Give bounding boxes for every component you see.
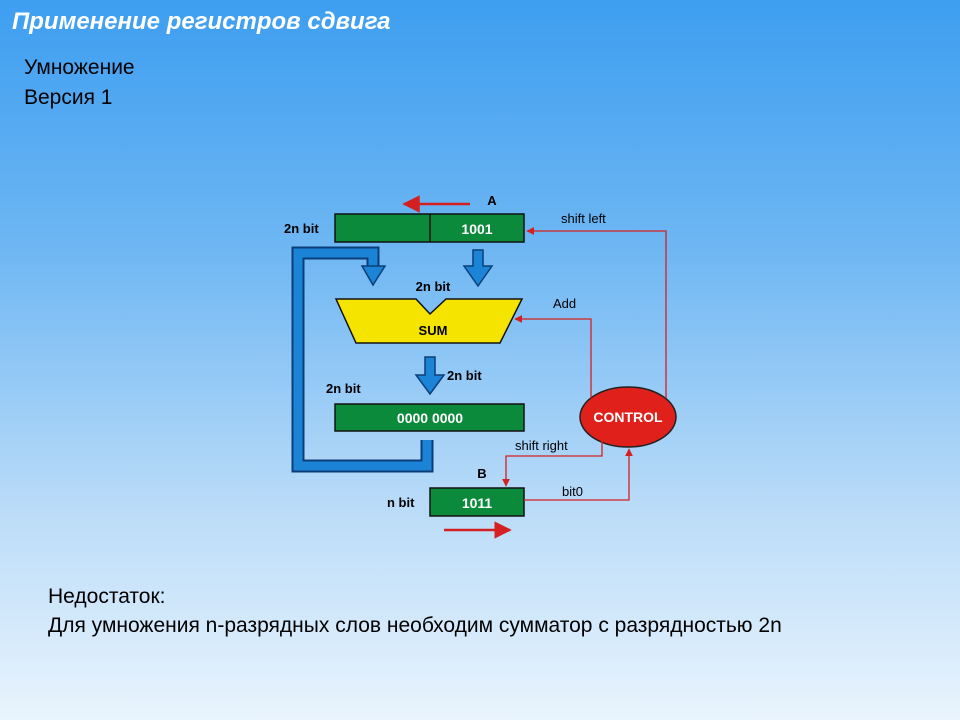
add-label: Add xyxy=(553,296,576,311)
subtitle-version: Версия 1 xyxy=(24,86,113,109)
datapath-arrow-sum-to-result xyxy=(414,356,446,396)
feedback-path xyxy=(291,246,434,473)
register-b-value: 1011 xyxy=(462,495,493,511)
control-signals xyxy=(502,227,667,501)
result-register: 0000 0000 xyxy=(334,403,525,432)
control-unit: CONTROL xyxy=(579,386,677,448)
register-a: 1001 xyxy=(334,213,525,243)
adder: SUM xyxy=(334,298,524,344)
datapath-arrow-a-to-sum xyxy=(462,249,494,288)
register-b-width-label: n bit xyxy=(387,495,415,510)
register-b: 1011 xyxy=(429,487,525,517)
adder-input-width-label: 2n bit xyxy=(416,279,451,294)
control-label: CONTROL xyxy=(593,409,663,425)
shift-left-signal xyxy=(526,227,667,398)
register-a-value: 1001 xyxy=(461,221,492,237)
shift-right-signal xyxy=(502,440,603,487)
register-a-width-label: 2n bit xyxy=(284,221,319,236)
add-signal xyxy=(514,315,592,398)
drawback-heading: Недостаток: xyxy=(48,585,166,608)
bit0-signal xyxy=(524,448,633,501)
drawback-text: Для умножения n-разрядных слов необходим… xyxy=(48,614,782,637)
bit0-label: bit0 xyxy=(562,484,583,499)
slide-title: Применение регистров сдвига xyxy=(12,8,391,35)
adder-label: SUM xyxy=(419,323,448,338)
register-b-name: B xyxy=(477,466,486,481)
register-a-name: A xyxy=(487,193,497,208)
subtitle-multiplication: Умножение xyxy=(24,56,135,79)
shift-right-label: shift right xyxy=(515,438,568,453)
adder-output-width-label: 2n bit xyxy=(447,368,482,383)
result-register-width-label: 2n bit xyxy=(326,381,361,396)
shift-left-label: shift left xyxy=(561,211,606,226)
result-register-value: 0000 0000 xyxy=(397,410,463,426)
